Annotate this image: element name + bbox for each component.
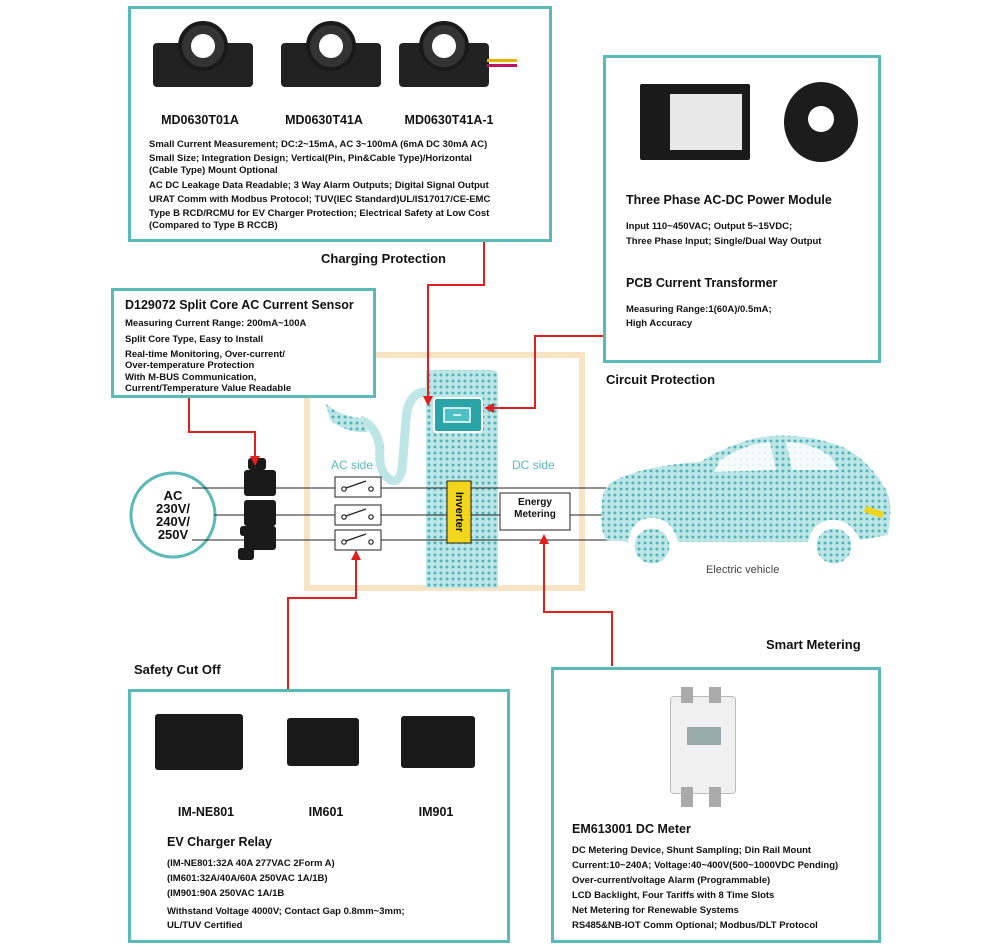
safety-cutoff-label: Safety Cut Off (134, 662, 221, 677)
relay-box: IM-NE801 IM601 IM901 EV Charger Relay (I… (128, 689, 510, 943)
dc-meter-spec-1: DC Metering Device, Shunt Sampling; Din … (572, 845, 812, 856)
pcb-ct-spec-2: High Accuracy (626, 318, 693, 329)
dc-meter-spec-5: Net Metering for Renewable Systems (572, 905, 739, 916)
product-image-md0630t01a (153, 21, 253, 87)
smart-metering-label: Smart Metering (766, 637, 861, 652)
inverter-block (446, 480, 472, 544)
split-core-spec-3: Real-time Monitoring, Over-current/ Over… (125, 349, 285, 371)
charger-cable (358, 387, 427, 486)
pcb-ct-title: PCB Current Transformer (626, 276, 778, 290)
relay-title: EV Charger Relay (167, 835, 272, 849)
dc-meter-spec-4: LCD Backlight, Four Tariffs with 8 Time … (572, 890, 775, 901)
relay-image-im601 (287, 718, 359, 766)
relay-label-im901: IM901 (418, 805, 454, 819)
energy-metering-block (499, 492, 571, 531)
split-core-spec-4: With M-BUS Communication, Current/Temper… (125, 372, 292, 394)
dc-meter-image (670, 687, 736, 807)
relay-label-im601: IM601 (308, 805, 344, 819)
dc-meter-title: EM613001 DC Meter (572, 822, 691, 836)
ev-wheel-front (631, 525, 673, 567)
product-image-md0630t41a-1 (399, 21, 519, 87)
dc-meter-spec-6: RS485&NB-IOT Comm Optional; Modbus/DLT P… (572, 920, 818, 931)
dc-meter-spec-3: Over-current/voltage Alarm (Programmable… (572, 875, 771, 886)
pcb-ct-spec-1: Measuring Range:1(60A)/0.5mA; (626, 304, 772, 315)
rcd-spec-2: Small Size; Integration Design; Vertical… (149, 153, 472, 177)
relay-image-im-ne801 (155, 714, 243, 770)
split-core-title: D129072 Split Core AC Current Sensor (125, 298, 354, 312)
relay-spec-1: (IM-NE801:32A 40A 277VAC 2Form A) (167, 858, 335, 869)
pcb-ct-image (784, 82, 858, 162)
ac-source-label: AC 230V/ 240V/ 250V (156, 488, 190, 542)
power-module-box: Three Phase AC-DC Power Module Input 110… (603, 55, 881, 363)
relay-label-im-ne801: IM-NE801 (177, 805, 235, 819)
dc-side-label: DC side (512, 458, 555, 472)
arrowheads (250, 396, 549, 560)
product-label-md0630t01a: MD0630T01A (161, 113, 239, 127)
split-core-sensors (238, 458, 276, 560)
power-module-spec-1: Input 110~450VAC; Output 5~15VDC; (626, 221, 793, 232)
circuit-protection-label: Circuit Protection (606, 372, 716, 387)
relay-image-im901 (401, 716, 475, 768)
power-module-image (640, 84, 750, 160)
charger-plug (326, 404, 368, 433)
charging-protection-label: Charging Protection (321, 251, 446, 266)
relay-spec-4: Withstand Voltage 4000V; Contact Gap 0.8… (167, 906, 405, 931)
switches (334, 476, 382, 551)
inverter-label: Inverter (453, 491, 465, 533)
ac-side-label: AC side (331, 458, 374, 472)
dc-meter-box: EM613001 DC Meter DC Metering Device, Sh… (551, 667, 881, 943)
product-label-md0630t41a: MD0630T41A (285, 113, 363, 127)
rcd-spec-3: AC DC Leakage Data Readable; 3 Way Alarm… (149, 180, 489, 191)
rcd-spec-1: Small Current Measurement; DC:2~15mA, AC… (149, 139, 488, 150)
dc-meter-spec-2: Current:10~240A; Voltage:40~400V(500~100… (572, 860, 839, 871)
power-module-title: Three Phase AC-DC Power Module (626, 193, 832, 207)
product-image-md0630t41a (281, 21, 381, 87)
energy-metering-label: Energy Metering (514, 497, 556, 520)
relay-spec-2: (IM601:32A/40A/60A 250VAC 1A/1B) (167, 873, 328, 884)
power-module-spec-2: Three Phase Input; Single/Dual Way Outpu… (626, 236, 822, 247)
electric-vehicle-label: Electric vehicle (706, 564, 780, 576)
split-core-spec-1: Measuring Current Range: 200mA~100A (125, 318, 307, 329)
split-core-sensor-box: D129072 Split Core AC Current Sensor Mea… (111, 288, 376, 398)
rcd-spec-5: Type B RCD/RCMU for EV Charger Protectio… (149, 208, 490, 232)
split-core-spec-2: Split Core Type, Easy to Install (125, 334, 264, 345)
relay-spec-3: (IM901:90A 250VAC 1A/1B (167, 888, 285, 899)
ev-wheel-rear (813, 525, 855, 567)
rcd-spec-4: URAT Comm with Modbus Protocol; TUV(IEC … (149, 194, 491, 205)
product-label-md0630t41a-1: MD0630T41A-1 (404, 113, 494, 127)
rcd-sensor-box: MD0630T01A MD0630T41A MD0630T41A-1 Small… (128, 6, 552, 242)
